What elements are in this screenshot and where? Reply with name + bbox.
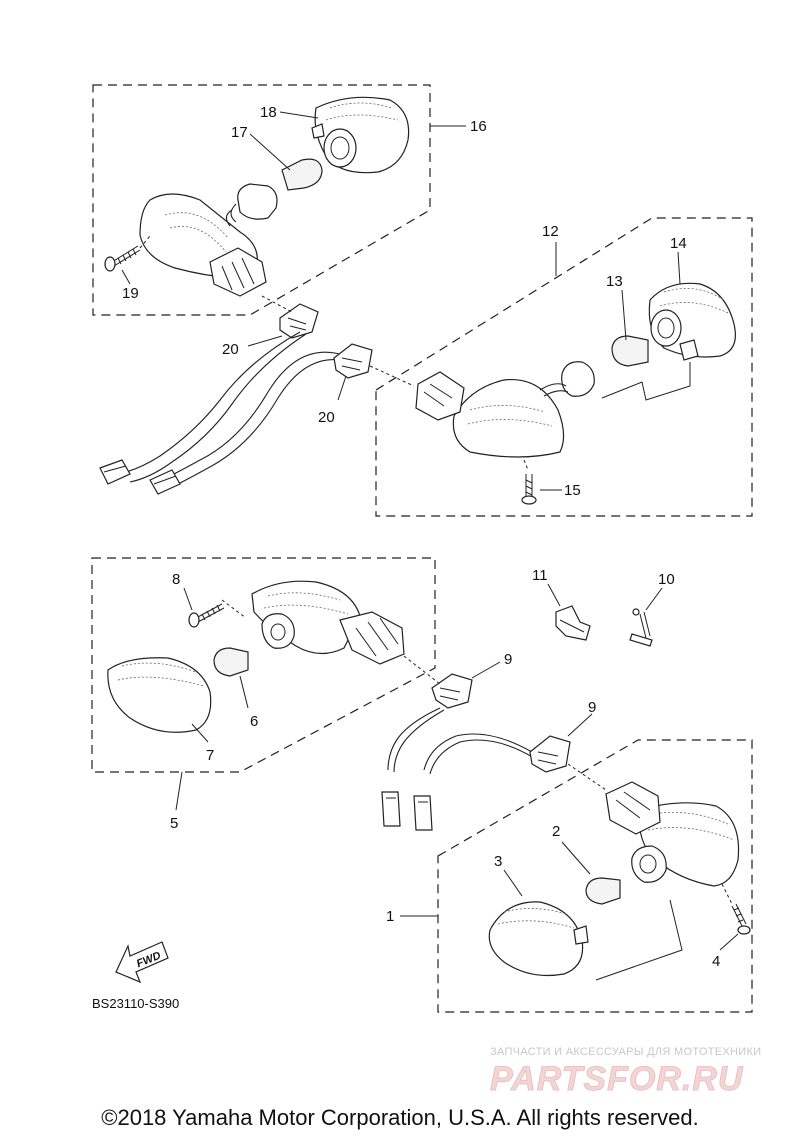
label-4: 4 (712, 953, 720, 970)
terminal-left-a (99, 459, 131, 485)
bulb-13 (611, 335, 649, 367)
diagram-code: BS23110-S390 (92, 996, 179, 1011)
wire-lower-b (423, 733, 533, 771)
clamp-11 (547, 583, 591, 641)
watermark-brand: PARTSFOR.RU (490, 1060, 744, 1098)
label-13: 13 (606, 273, 623, 290)
label-14: 14 (670, 235, 687, 252)
label-2: 2 (552, 823, 560, 840)
label-3: 3 (494, 853, 502, 870)
terminal-lower-b (413, 795, 433, 831)
label-19: 19 (122, 285, 139, 302)
assembly-5-group (91, 557, 436, 811)
wire-upper-a (117, 331, 301, 475)
label-1: 1 (386, 908, 394, 925)
label-20a: 20 (222, 341, 239, 358)
label-5: 5 (170, 815, 178, 832)
label-7: 7 (206, 747, 214, 764)
label-11: 11 (532, 567, 548, 584)
label-8: 8 (172, 571, 180, 588)
terminal-left-b (149, 469, 181, 495)
lens-7 (107, 657, 212, 733)
label-18: 18 (260, 104, 277, 121)
label-9a: 9 (504, 651, 512, 668)
bulb-2 (585, 877, 621, 905)
label-9b: 9 (588, 699, 596, 716)
label-20b: 20 (318, 409, 335, 426)
label-17: 17 (231, 124, 248, 141)
screw-8 (188, 599, 247, 628)
assembly-12-group (375, 217, 753, 517)
connector-20-lower (333, 343, 415, 387)
band-10 (629, 587, 663, 647)
screw-4 (721, 883, 751, 935)
label-15: 15 (564, 482, 581, 499)
assembly-1-group (400, 739, 753, 1013)
label-6: 6 (250, 713, 258, 730)
label-10: 10 (658, 571, 675, 588)
signal-body-12 (452, 378, 565, 458)
terminal-lower-a (381, 791, 401, 827)
wire-upper-b (169, 351, 347, 477)
forward-arrow-icon: FWD (115, 941, 169, 984)
connector-20-upper (261, 295, 319, 339)
bulb-6 (213, 647, 249, 677)
label-12: 12 (542, 223, 559, 240)
watermark-subtitle: ЗАПЧАСТИ И АКСЕССУАРЫ ДЛЯ МОТОТЕХНИКИ (490, 1046, 761, 1058)
assembly-16-group (92, 84, 466, 316)
label-16: 16 (470, 118, 487, 135)
bulb-17 (281, 158, 323, 191)
screw-15 (521, 459, 537, 505)
screw-19 (104, 235, 151, 272)
connector-9-lower (529, 735, 607, 791)
wire-lower-a (387, 707, 441, 771)
connector-9-upper (403, 655, 473, 709)
copyright-notice: ©2018 Yamaha Motor Corporation, U.S.A. A… (101, 1105, 698, 1130)
lens-3 (488, 901, 584, 977)
